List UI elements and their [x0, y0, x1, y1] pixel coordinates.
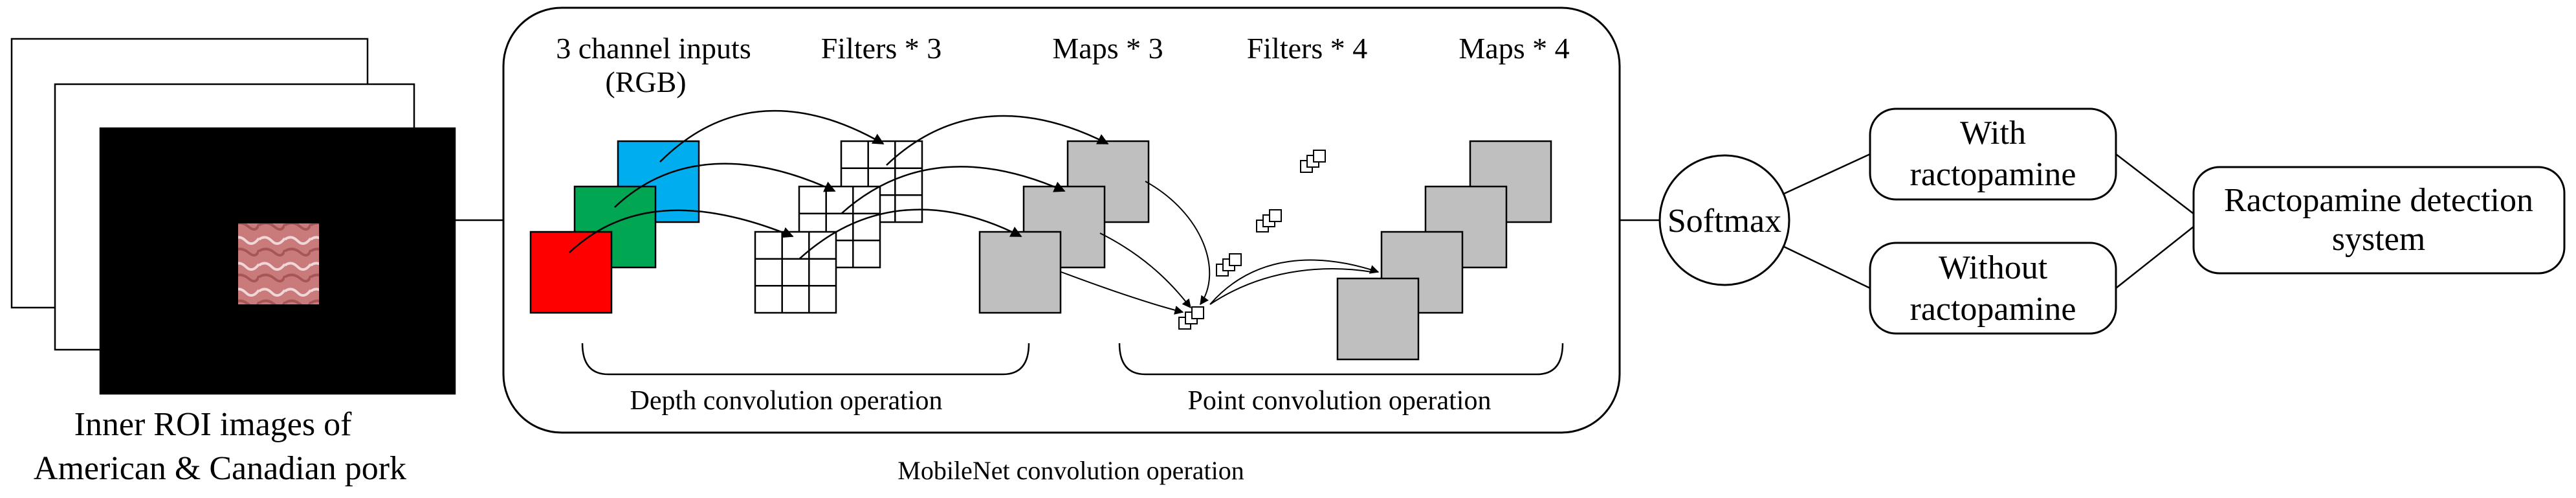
softmax-node [1658, 154, 1790, 286]
mobilenet-caption: MobileNet convolution operation [897, 456, 1244, 485]
without-label-line2: ractopamine [1910, 291, 2076, 328]
filter-grid-1 [754, 231, 837, 314]
input-caption-line1: Inner ROI images of [74, 406, 353, 443]
channel-to-filter-arrows [569, 109, 885, 253]
with-label-line2: ractopamine [1910, 156, 2076, 193]
inputs-label-line1: 3 channel inputs [556, 32, 751, 65]
pointwise-filter-3 [1256, 209, 1282, 232]
pointwise-filter-2 [1216, 253, 1242, 277]
pointwise-filter-4 [1300, 150, 1326, 173]
depth-operation-label: Depth convolution operation [630, 386, 943, 416]
map-to-pointwise-arrows [1061, 181, 1211, 315]
system-label-line2: system [2332, 221, 2425, 258]
system-label-line1: Ractopamine detection [2224, 182, 2533, 219]
maps3-label: Maps * 3 [1052, 32, 1163, 65]
pork-roi-thumbnail [238, 223, 319, 304]
connector-without-to-system [2115, 226, 2194, 289]
filters4-label: Filters * 4 [1247, 32, 1368, 65]
pointwise-filter-1 [1178, 306, 1204, 330]
point-operation-brace [1118, 343, 1564, 376]
with-label-line1: With [1960, 115, 2026, 152]
point-map-1 [1336, 277, 1420, 361]
pointwise-to-map-arrows [1209, 259, 1380, 305]
input-caption-line2: American & Canadian pork [34, 450, 406, 487]
connector-with-to-system [2115, 153, 2194, 214]
filters3-label: Filters * 3 [821, 32, 942, 65]
filter-to-map-arrows [798, 115, 1109, 260]
depth-operation-brace [581, 343, 1030, 376]
red-channel [529, 231, 613, 314]
inputs-label-line2: (RGB) [605, 65, 686, 98]
connector-softmax-to-without [1782, 245, 1871, 289]
depth-map-1 [978, 231, 1062, 314]
detection-system-box [2192, 166, 2566, 275]
maps4-label: Maps * 4 [1459, 32, 1569, 65]
connector-softmax-to-with [1782, 153, 1871, 196]
softmax-label: Softmax [1668, 203, 1781, 240]
without-label-line1: Without [1939, 249, 2048, 286]
point-operation-label: Point convolution operation [1188, 386, 1492, 416]
input-image-stack [10, 38, 456, 395]
